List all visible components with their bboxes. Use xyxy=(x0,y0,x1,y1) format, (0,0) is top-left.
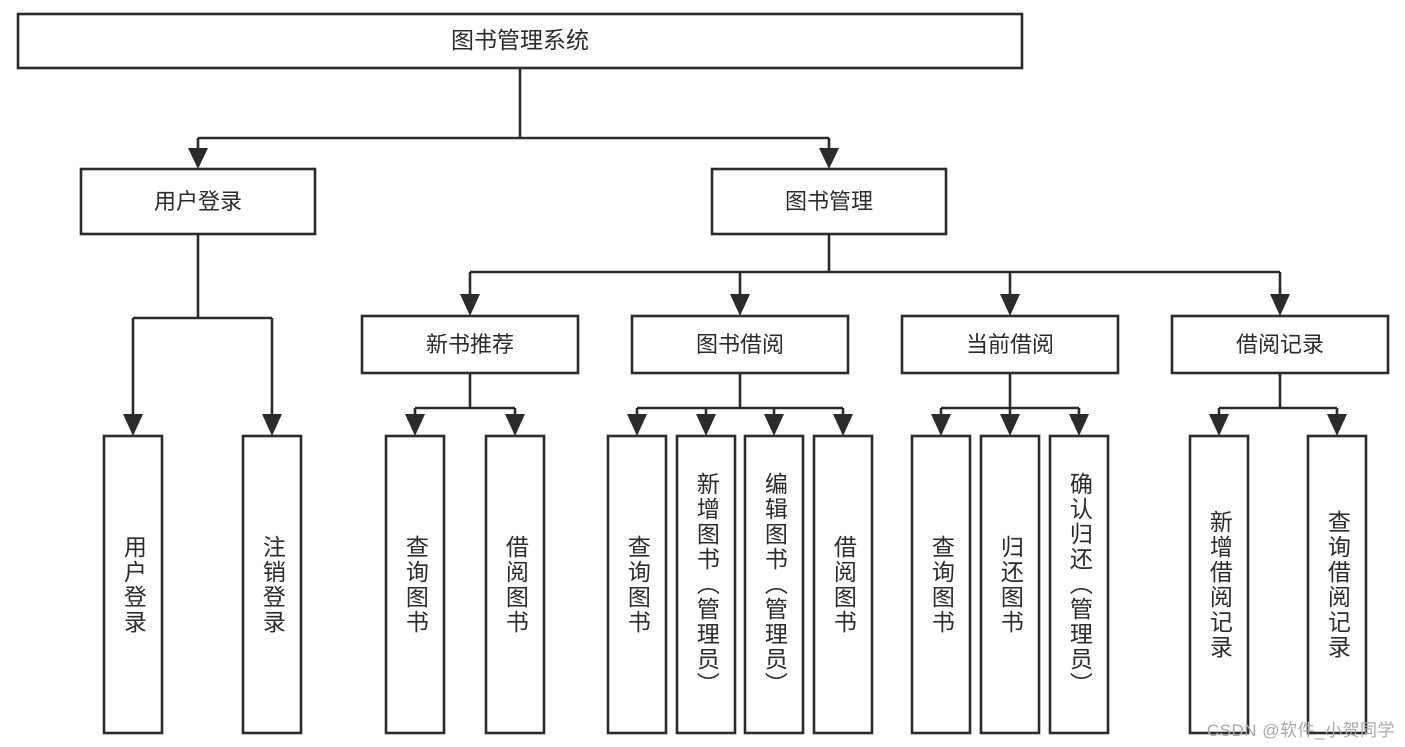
leaf-box-4[interactable] xyxy=(606,434,668,735)
node-label-book-management: 图书管理 xyxy=(785,189,873,214)
leaf-box-11[interactable] xyxy=(1188,434,1250,735)
arrow-head-bb-leaf-3 xyxy=(833,414,853,436)
arrow-head-nbr-leaf-1 xyxy=(505,414,525,436)
arrow-head-br-leaf-1 xyxy=(1327,414,1347,436)
node-box-root[interactable] xyxy=(16,12,1024,70)
leaf-box-6[interactable] xyxy=(743,434,805,735)
arrow-head-bb-leaf-1 xyxy=(696,414,716,436)
leaf-box-9[interactable] xyxy=(979,434,1041,735)
leaf-box-1[interactable] xyxy=(241,434,303,735)
node-label-new-book-recommend: 新书推荐 xyxy=(426,332,514,357)
node-box-current-borrow[interactable] xyxy=(900,314,1120,375)
arrow-head-cb-leaf-1 xyxy=(1000,414,1020,436)
leaf-box-2[interactable] xyxy=(384,434,446,735)
arrow-head-cb-leaf-2 xyxy=(1069,414,1089,436)
arrow-head-root-to-user-login xyxy=(188,148,208,169)
connectors xyxy=(123,68,1347,436)
leaf-box-10[interactable] xyxy=(1048,434,1110,735)
arrow-head-bm-to-book-borrow xyxy=(730,294,750,316)
leaf-box-12[interactable] xyxy=(1306,434,1368,735)
arrow-head-bm-to-current-borrow xyxy=(1000,294,1020,316)
arrow-head-bb-leaf-0 xyxy=(627,414,647,436)
node-box-new-book-recommend[interactable] xyxy=(360,314,580,375)
arrow-head-root-to-book-management xyxy=(819,148,839,169)
leaf-box-8[interactable] xyxy=(910,434,972,735)
node-label-root: 图书管理系统 xyxy=(451,27,589,53)
node-label-borrow-record: 借阅记录 xyxy=(1236,332,1324,357)
leaf-box-5[interactable] xyxy=(675,434,737,735)
csdn-watermark: CSDN @软件_小贺同学 xyxy=(1206,721,1395,740)
leaf-box-3[interactable] xyxy=(484,434,546,735)
node-boxes xyxy=(16,12,1390,735)
node-box-user-login[interactable] xyxy=(79,167,317,236)
arrow-head-bb-leaf-2 xyxy=(764,414,784,436)
leaf-box-7[interactable] xyxy=(812,434,874,735)
leaf-box-0[interactable] xyxy=(102,434,164,735)
node-label-current-borrow: 当前借阅 xyxy=(966,332,1054,357)
node-label-user-login: 用户登录 xyxy=(154,189,242,214)
arrow-head-br-leaf-0 xyxy=(1209,414,1229,436)
node-label-book-borrow: 图书借阅 xyxy=(696,332,784,357)
arrow-head-bm-to-borrow-record xyxy=(1270,294,1290,316)
arrow-head-nbr-leaf-0 xyxy=(405,414,425,436)
node-labels: 图书管理系统 用户登录 图书管理 新书推荐 图书借阅 当前借阅 借阅记录 xyxy=(154,27,1324,357)
arrow-head-user-login-leaf-0 xyxy=(123,414,143,436)
arrow-head-user-login-leaf-1 xyxy=(262,414,282,436)
arrow-head-bm-to-new-book-recommend xyxy=(460,294,480,316)
arrow-head-cb-leaf-0 xyxy=(931,414,951,436)
